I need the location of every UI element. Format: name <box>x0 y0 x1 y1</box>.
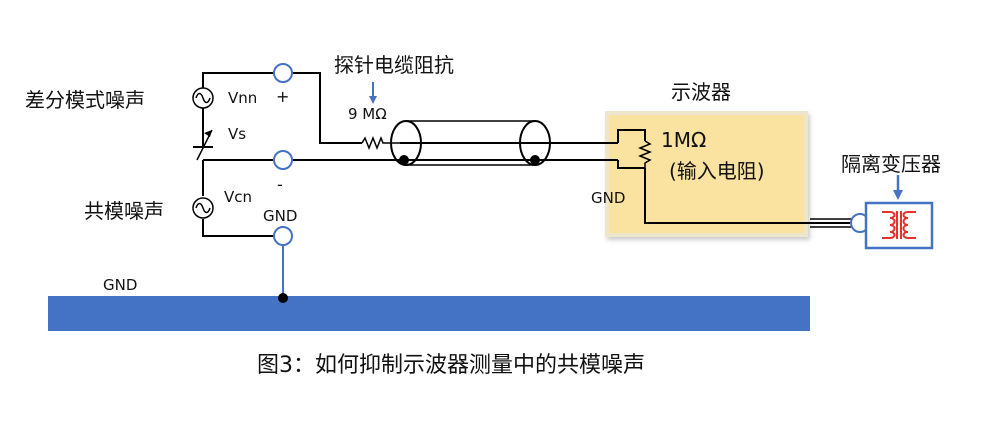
differential-ac-source-icon <box>192 87 214 109</box>
signal-wire <box>293 72 362 144</box>
terminal-minus <box>273 150 293 170</box>
probe-resistor-label: 9 MΩ <box>348 105 387 123</box>
terminal-gnd <box>273 226 293 246</box>
vcn-label: Vcn <box>224 188 252 206</box>
gnd-scope-label: GND <box>591 189 625 207</box>
transformer-coil-icon <box>882 211 916 239</box>
scope-ground-wire <box>617 160 645 169</box>
coax-node-right <box>530 155 540 165</box>
oscilloscope-label: 示波器 <box>671 80 731 104</box>
common-ac-source-icon <box>192 197 214 219</box>
terminal-plus <box>273 63 293 83</box>
isolation-transformer-box <box>864 201 934 250</box>
probe-resistor <box>361 135 400 151</box>
input-resistor <box>637 140 653 168</box>
oscilloscope-box <box>605 111 808 237</box>
isolation-transformer-label: 隔离变压器 <box>841 152 941 176</box>
ground-plane <box>48 296 810 331</box>
gnd-ground-label: GND <box>103 276 137 294</box>
input-resistor-desc: (输入电阻) <box>669 159 765 183</box>
plus-label: + <box>276 87 289 106</box>
differential-noise-label: 差分模式噪声 <box>25 88 145 112</box>
scope-to-transformer-wire <box>644 168 860 224</box>
input-resistor-value: 1MΩ <box>661 128 706 152</box>
vs-variable-arrowhead <box>204 130 212 137</box>
left-vertical-wire <box>202 72 283 237</box>
coax-node-left <box>399 155 409 165</box>
probe-impedance-label: 探针电缆阻抗 <box>334 53 454 77</box>
common-noise-label: 共模噪声 <box>84 199 164 223</box>
gnd-node <box>278 293 288 303</box>
scope-input-wire <box>617 129 646 143</box>
minus-label: - <box>277 175 283 194</box>
figure-caption: 图3：如何抑制示波器测量中的共模噪声 <box>257 353 645 378</box>
gnd-source-label: GND <box>263 207 297 225</box>
vnn-label: Vnn <box>228 89 257 107</box>
vs-label: Vs <box>228 125 246 143</box>
